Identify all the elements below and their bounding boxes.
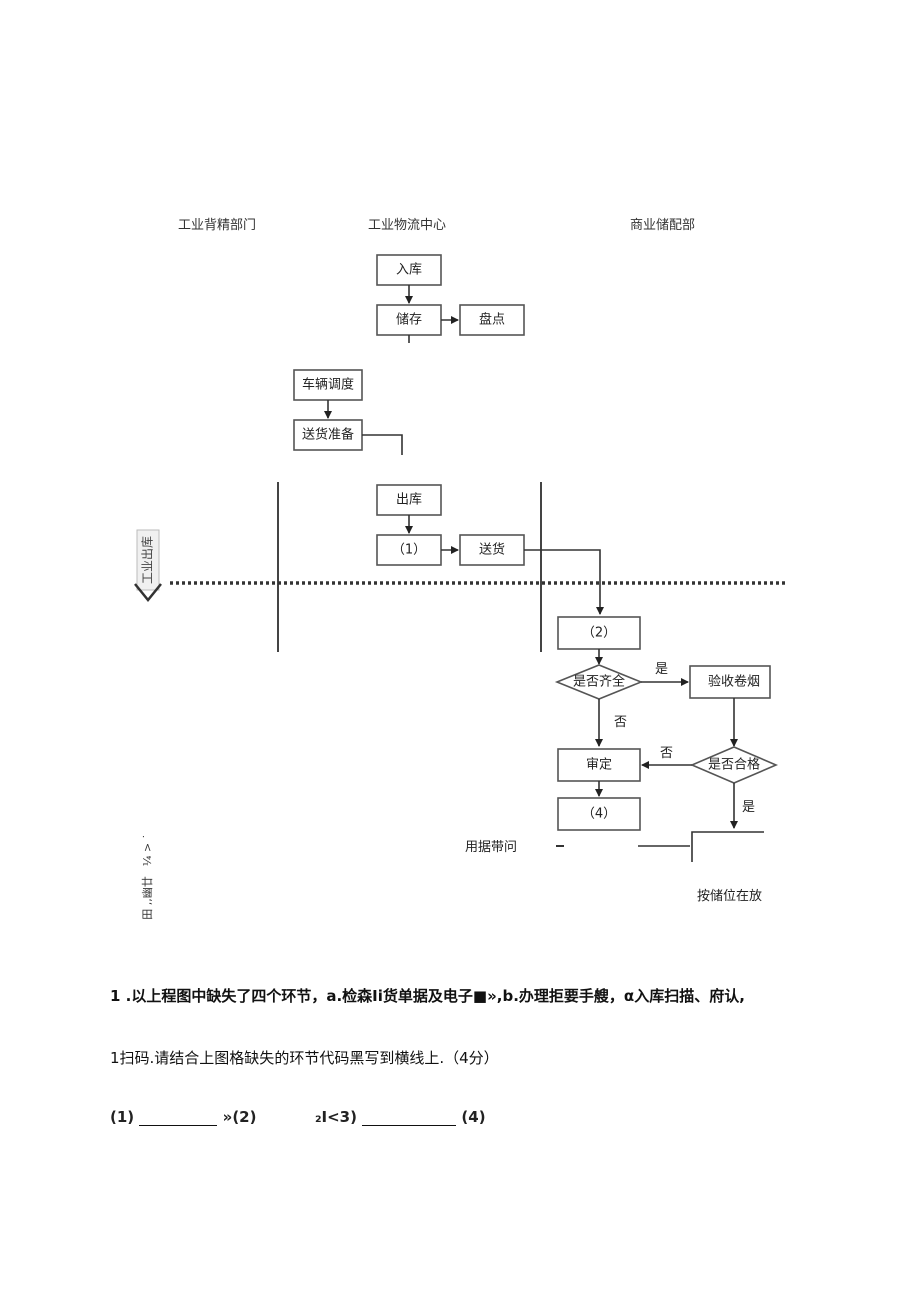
text-anchu: 按储位在放 — [697, 889, 762, 904]
edge-label-fou1: 否 — [614, 715, 627, 730]
question-line-2: 1扫码.请结合上图格缺失的环节代码黑写到横线上.（4分） — [110, 1049, 499, 1067]
lane-title-middle: 工业物流中心 — [368, 218, 446, 233]
node-chuku-label: 出库 — [396, 492, 422, 508]
text-yongju: 用据带问 — [465, 840, 517, 855]
node-blank1-label: （1） — [392, 543, 426, 558]
edge-zhunbei-out — [362, 434, 403, 455]
node-blank1 — [376, 534, 442, 566]
edge-songhuo-blank2 — [524, 549, 604, 615]
edge-label-shi2: 是 — [742, 800, 755, 815]
blank-label-4: (4) — [461, 1108, 486, 1126]
node-shifou-qiquan-label: 是否齐全 — [573, 674, 625, 690]
node-blank4 — [557, 797, 641, 831]
side-label-bottom-1: ¼ > ˙ — [141, 834, 154, 866]
node-ruku-label: 入库 — [396, 262, 422, 278]
blank-label-2: »(2) — [222, 1108, 257, 1126]
lane-title-right: 商业储配部 — [630, 218, 695, 233]
blank-label-1: (1) — [110, 1108, 135, 1126]
node-shending — [557, 748, 641, 782]
node-songhuo-label: 送货 — [479, 542, 505, 558]
node-blank2 — [557, 616, 641, 650]
node-songhuo-zhunbei — [293, 419, 363, 451]
node-yanshou — [689, 665, 771, 699]
blank-label-3: ₂I<3) — [314, 1108, 357, 1126]
answer-blank-3[interactable] — [362, 1111, 457, 1126]
node-pandian — [459, 304, 525, 336]
node-shifou-hege-label: 是否合格 — [708, 757, 760, 773]
side-label-top: 工业出库 — [140, 536, 155, 584]
node-songhuo-zhunbei-label: 送货准备 — [302, 427, 354, 443]
side-label-tab: 工业出库 — [134, 529, 162, 602]
node-cheliang-label: 车辆调度 — [302, 377, 354, 393]
answer-blanks: (1) »(2) ₂I<3) (4) — [110, 1108, 486, 1126]
node-songhuo — [459, 534, 525, 566]
node-chuku — [376, 484, 442, 516]
node-yanshou-label: 验收卷烟 — [708, 674, 760, 690]
edge-label-fou2: 否 — [660, 746, 673, 761]
answer-blank-1[interactable] — [139, 1111, 218, 1126]
question-line-1: 1 .以上程图中缺失了四个环节，a.检森Ii货单据及电子■»,b.办理拒要手艘，… — [110, 987, 745, 1005]
edge-label-shi1: 是 — [655, 662, 668, 677]
lane-title-left: 工业背精部门 — [178, 218, 256, 233]
flowchart-diagram: 工业背精部门 工业物流中心 商业储配部 工业出库 入库 储存 盘点 车辆调度 送… — [134, 218, 785, 920]
node-pandian-label: 盘点 — [479, 312, 505, 328]
fragment-bracket — [691, 831, 764, 862]
node-shending-label: 审定 — [586, 758, 612, 773]
node-blank4-label: （4） — [582, 807, 616, 822]
node-chucun-label: 储存 — [396, 313, 422, 328]
node-blank2-label: （2） — [582, 626, 616, 641]
side-label-bottom-2: 田 ,,幽廿 — [141, 876, 154, 920]
